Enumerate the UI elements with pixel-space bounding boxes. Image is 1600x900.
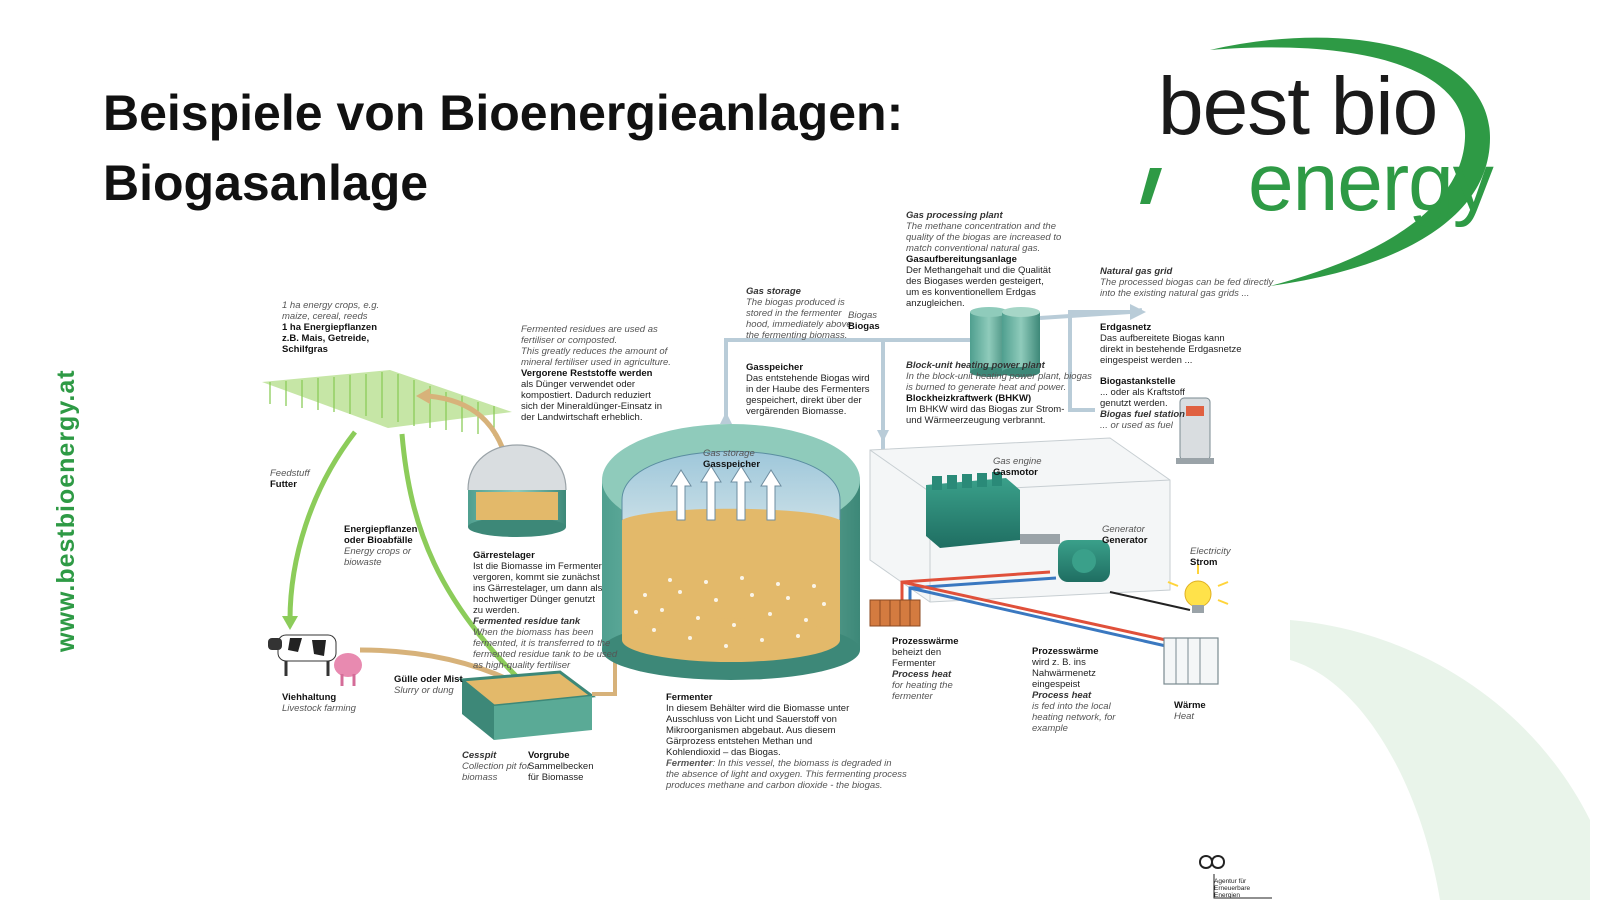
label-energiepflanzen: Energiepflanzen oder Bioabfälle Energy c… (344, 524, 418, 568)
logo-swoosh-icon (1140, 37, 1490, 287)
title-line-2: Biogasanlage (103, 155, 429, 211)
agency-logo-icon (1198, 855, 1272, 899)
fuel-station-pump (1176, 397, 1214, 464)
label-generator: Generator Generator (1102, 524, 1148, 546)
radiator (1163, 637, 1219, 685)
label-energy-crops: 1 ha energy crops, e.g. maize, cereal, r… (282, 300, 380, 355)
fermenter-tank (602, 424, 860, 680)
label-gas-storage: Gas storage The biogas produced is store… (746, 286, 852, 341)
label-slurry: Gülle oder Mist Slurry or dung (394, 674, 463, 696)
label-cesspit-de: Vorgrube Sammelbecken für Biomasse (528, 750, 594, 783)
page-title: Beispiele von Bioenergieanlagen: Biogasa… (103, 78, 903, 218)
best-bio-energy-logo: best bio energy (1140, 28, 1560, 298)
title-line-1: Beispiele von Bioenergieanlagen: (103, 85, 904, 141)
background-decoration (1290, 620, 1590, 900)
label-gas-processing: Gas processing plant The methane concent… (906, 210, 1062, 309)
label-fermented-residues: Fermented residues are used as fertilise… (521, 324, 671, 423)
label-fermenter: Fermenter In diesem Behälter wird die Bi… (666, 692, 907, 791)
label-waerme: Wärme Heat (1174, 700, 1206, 722)
gas-processing-tanks (970, 307, 1040, 377)
label-gaerrestelager: Gärrestelager Ist die Biomasse im Fermen… (473, 550, 618, 671)
gas-engine (926, 472, 1110, 582)
label-strom: Electricity Strom (1190, 546, 1231, 568)
livestock-illustration (268, 634, 362, 686)
label-biogas: Biogas Biogas (848, 310, 880, 332)
label-erdgasnetz: Erdgasnetz Das aufbereitete Biogas kann … (1100, 322, 1242, 366)
label-prozesswaerme-1: Prozesswärme beheizt den Fermenter Proce… (892, 636, 959, 702)
label-feedstuff: Feedstuff Futter (270, 468, 310, 490)
side-url[interactable]: www.bestbioenergy.at (52, 369, 80, 652)
label-livestock: Viehhaltung Livestock farming (282, 692, 356, 714)
label-gasmotor: Gas engine Gasmotor (993, 456, 1042, 478)
label-bhkw: Block-unit heating power plant In the bl… (906, 360, 1092, 426)
agency-name: Agentur für Erneuerbare Energien (1214, 878, 1251, 899)
light-bulb-icon (1167, 564, 1229, 613)
label-natural-gas-grid: Natural gas grid The processed biogas ca… (1100, 266, 1274, 299)
label-cesspit-en: Cesspit Collection pit for biomass (462, 750, 531, 783)
label-tankstelle: Biogastankstelle ... oder als Kraftstoff… (1100, 376, 1185, 431)
crop-field (262, 370, 512, 436)
label-inner-gas-storage: Gas storage Gasspeicher (703, 448, 761, 470)
label-prozesswaerme-2: Prozesswärme wird z. B. ins Nahwärmenetz… (1032, 646, 1116, 734)
residue-tank (467, 444, 567, 537)
logo-text-energy: energy (1248, 137, 1494, 228)
biogas-plant-diagram (262, 304, 1229, 740)
logo-text-best-bio: best bio (1158, 61, 1438, 152)
cesspit (458, 670, 596, 740)
label-gasspeicher: Gasspeicher Das entstehende Biogas wird … (746, 362, 870, 417)
heat-exchanger (869, 599, 921, 627)
